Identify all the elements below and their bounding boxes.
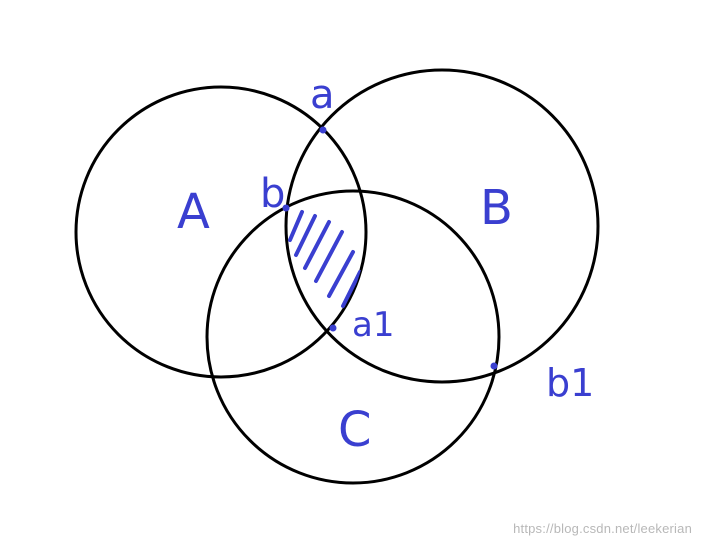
set-label-b: B	[480, 180, 513, 236]
shaded-region-a-intersect-b	[288, 210, 362, 308]
set-label-a: A	[177, 184, 210, 240]
circle-b	[284, 68, 600, 384]
circle-a	[74, 85, 368, 379]
point-label-b: b	[260, 171, 285, 217]
point-label-a1: a1	[352, 305, 394, 345]
point-b-dot	[282, 204, 290, 212]
set-label-c: C	[338, 402, 372, 458]
circle-c	[205, 189, 501, 485]
watermark-text: https://blog.csdn.net/leekerian	[513, 521, 692, 536]
point-a-dot	[319, 126, 327, 134]
point-label-b1: b1	[546, 361, 594, 405]
point-b1-dot	[490, 362, 498, 370]
point-a1-dot	[329, 324, 337, 332]
point-label-a: a	[310, 72, 335, 118]
